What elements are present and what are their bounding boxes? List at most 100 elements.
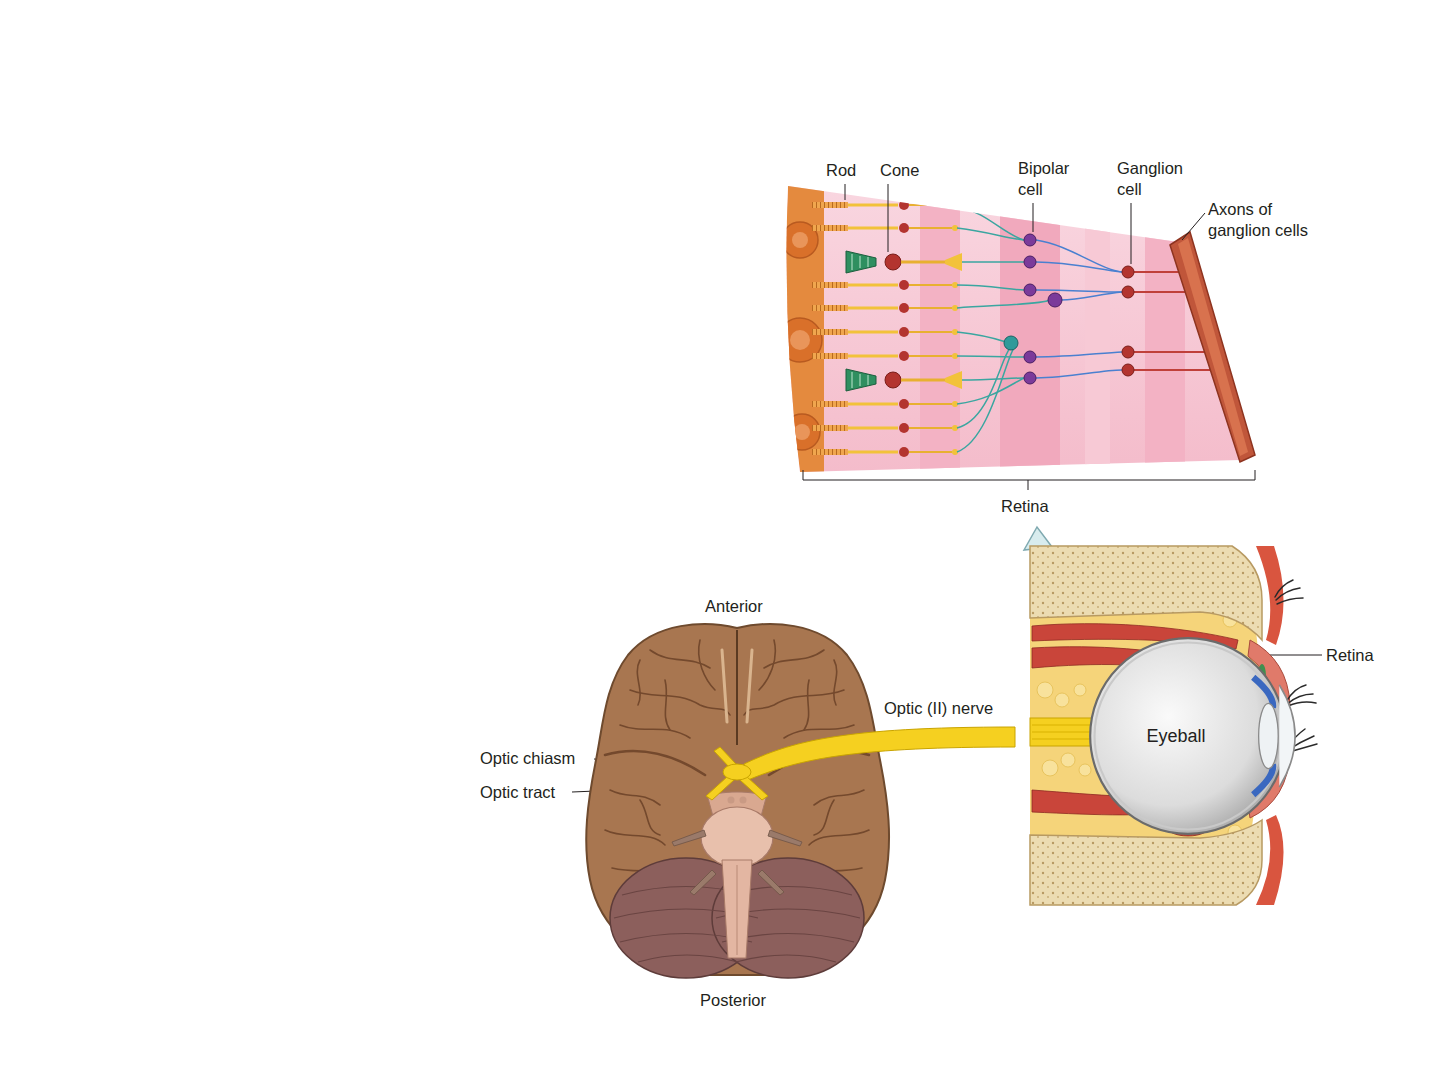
structure-label: Cone: [880, 160, 919, 181]
optic-pathway: [740, 776, 768, 800]
orbit-section: [1030, 546, 1317, 905]
brain-inferior-view: [728, 797, 735, 804]
leader-lines: [1131, 203, 1132, 264]
retina-detail: [1134, 351, 1205, 353]
retina-detail: [1024, 351, 1036, 363]
orbit-section: [1042, 760, 1058, 776]
retina-detail: [812, 423, 958, 433]
brain-inferior-view: [701, 807, 773, 867]
orbit-section: [1055, 693, 1069, 707]
orbit-section: [1061, 753, 1075, 767]
retina-detail: [812, 280, 958, 290]
brain-inferior-view: [736, 955, 836, 962]
structure-label: Optic chiasm: [480, 748, 575, 769]
retina-detail: [1061, 292, 1122, 300]
leader-lines: [1033, 203, 1034, 232]
structure-label: Anterior: [705, 596, 763, 617]
retina-detail: [1122, 346, 1134, 358]
retina-detail: [1134, 369, 1210, 371]
brain-inferior-view: [722, 860, 752, 958]
optic-pathway: [723, 764, 751, 780]
retina-detail: [812, 327, 958, 337]
brain-inferior-view: [638, 955, 738, 962]
optic-pathway: [706, 776, 734, 800]
retina-detail: [812, 223, 958, 233]
retina-detail: [812, 303, 958, 313]
orbit-section: [1286, 685, 1306, 702]
orbit-section: [1032, 732, 1093, 733]
brain-inferior-view: [768, 830, 802, 846]
retina-detail: [920, 150, 960, 490]
retina-detail: [778, 150, 1255, 490]
brain-inferior-view: [737, 865, 738, 955]
brain-inferior-view: [586, 624, 889, 978]
brain-inferior-view: [712, 858, 864, 978]
retina-detail: [790, 330, 810, 350]
retina-detail: [1024, 372, 1036, 384]
retina-detail: [1004, 336, 1018, 350]
orbit-section: [1030, 718, 1095, 746]
structure-label: Retina: [1001, 496, 1049, 517]
retina-detail: [957, 285, 1024, 290]
retina-detail: [1134, 271, 1185, 273]
retina-detail: [1145, 150, 1185, 490]
retina-detail: [784, 414, 820, 450]
retina-detail: [846, 369, 962, 391]
retina-detail: [957, 228, 1024, 240]
node-label: Eyeball: [1088, 726, 1264, 747]
leader-lines: [803, 470, 1255, 480]
brain-inferior-view: [736, 630, 738, 745]
orbit-section: [1030, 820, 1262, 905]
brain-inferior-view: [690, 870, 716, 895]
orbit-section: [1032, 739, 1093, 740]
retina-detail: [1178, 238, 1248, 456]
optic-pathway: [744, 727, 1015, 780]
eyeball-shape: Eyeball: [1088, 636, 1288, 836]
retina-detail: [1036, 240, 1122, 272]
orbit-section: [1256, 815, 1284, 905]
leader-lines: [1182, 213, 1205, 240]
structure-label: Bipolar cell: [1018, 158, 1082, 199]
structure-label: Optic (II) nerve: [884, 698, 993, 719]
retina-detail: [957, 348, 1014, 452]
leader-lines: [845, 184, 846, 200]
retina-detail: [1036, 262, 1122, 272]
retina-detail: [1122, 266, 1134, 278]
orbit-section: [1256, 546, 1284, 645]
retina-detail: [1024, 256, 1036, 268]
leader-lines: [888, 184, 889, 252]
retina-detail: [1170, 232, 1255, 462]
structure-label: Ganglion cell: [1117, 158, 1199, 199]
retina-detail: [962, 261, 1024, 263]
retina-detail: [1024, 234, 1036, 246]
brain-inferior-view: [758, 870, 784, 895]
retina-detail: [1036, 290, 1122, 292]
retina-detail: [957, 348, 1010, 428]
orbit-section: [1288, 702, 1316, 706]
orbit-section: [1277, 598, 1303, 604]
structure-label: Optic tract: [480, 782, 555, 803]
retina-detail: [1122, 364, 1134, 376]
structure-label: Rod: [826, 160, 856, 181]
retina-detail: [812, 447, 958, 457]
orbit-section: [1037, 682, 1053, 698]
retina-detail: [812, 200, 958, 210]
retina-detail: [846, 251, 962, 273]
retina-detail: [957, 300, 1050, 308]
retina-detail: [957, 205, 1024, 240]
lens: [1259, 703, 1279, 768]
structure-label: Axons of ganglion cells: [1208, 199, 1333, 240]
retina-detail: [1036, 352, 1122, 357]
orbit-section: [1275, 580, 1293, 597]
retina-detail: [957, 378, 1024, 404]
retina-detail: [1000, 150, 1060, 490]
retina-detail: [957, 356, 1024, 357]
retina-detail: [1122, 286, 1134, 298]
retina-detail: [1036, 370, 1122, 378]
node-text: Eyeball: [1088, 726, 1264, 747]
orbit-section: [1032, 725, 1093, 726]
retina-detail: [1134, 291, 1190, 293]
